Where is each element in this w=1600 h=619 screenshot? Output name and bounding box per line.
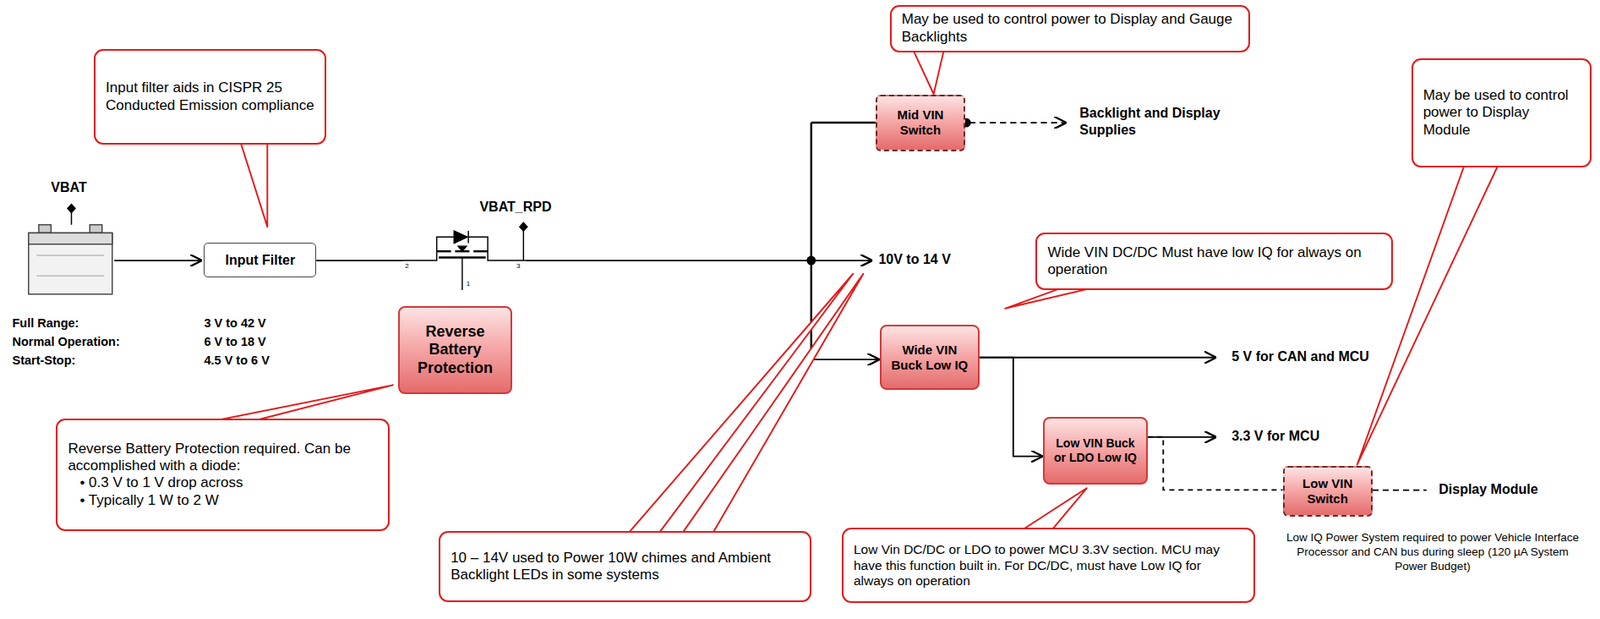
callout-tail [1357, 165, 1499, 465]
mosfet-drain [487, 251, 526, 261]
callout-tail [240, 142, 268, 227]
spec-value: 4.5 V to 6 V [203, 352, 269, 368]
display-output [1372, 489, 1427, 492]
pin-number: 2 [404, 262, 409, 271]
mosfet-symbol [403, 230, 526, 290]
battery-terminal [89, 224, 102, 234]
node-text: • 0.3 V to 1 V drop across [67, 474, 378, 492]
node-text: May be used to control power to Display … [901, 10, 1239, 46]
node-text: • Typically 1 W to 2 W [67, 491, 378, 509]
filter-box: Input Filter [203, 242, 317, 278]
callout-tail [913, 49, 945, 94]
rail-label: 3.3 V for MCU [1231, 427, 1320, 445]
mosfet-source [403, 251, 437, 261]
spec-name: Full Range: [11, 315, 79, 331]
body-diode-lead [468, 236, 488, 252]
filter-wire [316, 259, 404, 262]
battery-icon [28, 224, 113, 295]
pin-number: 3 [516, 262, 520, 271]
rail-label: Backlight and Display Supplies [1079, 104, 1258, 139]
converter-box: Low VIN Buck or LDO Low IQ [1043, 416, 1148, 486]
connector [979, 357, 1044, 457]
rail-label: Display Module [1438, 480, 1538, 498]
mosfet-gate-lead [461, 256, 463, 290]
buck-feed [811, 358, 880, 361]
callout-tail [208, 384, 393, 421]
switch-box: Mid VIN Switch [875, 94, 966, 151]
node-text: May be used to control power to Display … [1423, 87, 1581, 139]
pin-lead [70, 207, 72, 224]
converter-box: Wide VIN Buck Low IQ [879, 324, 980, 390]
spec-name: Normal Operation: [11, 333, 120, 350]
pin-diamond [518, 221, 529, 232]
battery-body [28, 232, 113, 294]
node-text: Wide VIN Buck Low IQ [885, 342, 974, 373]
battery-rib [36, 254, 104, 256]
vbat-rpd-wire [525, 259, 873, 262]
battery-terminal [38, 224, 51, 234]
callout-note: 10 – 14V used to Power 10W chimes and Am… [438, 530, 812, 603]
signal-name: VBAT [50, 179, 87, 197]
callout-tail [681, 273, 863, 535]
rail-label: 5 V for CAN and MCU [1231, 348, 1370, 366]
battery-rib [36, 274, 104, 276]
spec-name: Start-Stop: [11, 352, 76, 368]
spec-value: 3 V to 42 V [203, 315, 266, 331]
callout-note: May be used to control power to Display … [1411, 58, 1593, 168]
node-text: 10 – 14V used to Power 10W chimes and Am… [450, 549, 800, 585]
callout-note: May be used to control power to Display … [890, 5, 1251, 53]
five-volt-output [979, 356, 1217, 359]
connector [1147, 436, 1283, 491]
body-diode-lead [436, 236, 455, 252]
mosfet-channel [473, 250, 488, 252]
junction-dot [806, 256, 816, 266]
backlight-output [969, 121, 1067, 124]
node-text: Reverse Battery Protection [404, 322, 507, 378]
callout-tail [1004, 288, 1093, 309]
battery-wire [114, 259, 203, 262]
node-text: Reverse Battery Protection required. Can… [67, 440, 378, 476]
node-text: Input Filter [225, 251, 296, 268]
mosfet-channel [436, 250, 452, 252]
vbat-pin [66, 202, 77, 224]
node-text: Input filter aids in CISPR 25 Conducted … [105, 79, 315, 115]
node-text: Low VIN Buck or LDO Low IQ [1048, 436, 1142, 465]
callout-tails [208, 49, 1498, 534]
callout-note: Reverse Battery Protection required. Can… [55, 418, 390, 531]
callout-note: Input filter aids in CISPR 25 Conducted … [93, 49, 327, 145]
mosfet-arrow [458, 245, 467, 252]
spec-value: 6 V to 18 V [203, 333, 266, 350]
system-note: Low IQ Power System required to power Ve… [1283, 530, 1583, 574]
callout-tail [627, 273, 853, 535]
node-text: Low Vin DC/DC or LDO to power MCU 3.3V s… [853, 541, 1244, 590]
signal-name: VBAT_RPD [479, 198, 552, 216]
battery-lid [28, 232, 113, 244]
protection-box: Reverse Battery Protection [398, 305, 513, 394]
callout-note: Low Vin DC/DC or LDO to power MCU 3.3V s… [841, 527, 1256, 603]
body-diode [453, 230, 468, 243]
callout-tail [1020, 487, 1087, 531]
body-diode-bar [467, 230, 469, 243]
switch-box: Low VIN Switch [1283, 465, 1373, 517]
callout-note: Wide VIN DC/DC Must have low IQ for alwa… [1035, 232, 1393, 290]
mid-switch-feed [811, 121, 876, 124]
pin-number: 1 [466, 279, 470, 289]
node-text: Mid VIN Switch [881, 107, 960, 138]
rail-label: 10V to 14 V [878, 251, 951, 268]
node-text: Wide VIN DC/DC Must have low IQ for alwa… [1047, 244, 1382, 279]
node-text: Low VIN Switch [1288, 475, 1367, 507]
